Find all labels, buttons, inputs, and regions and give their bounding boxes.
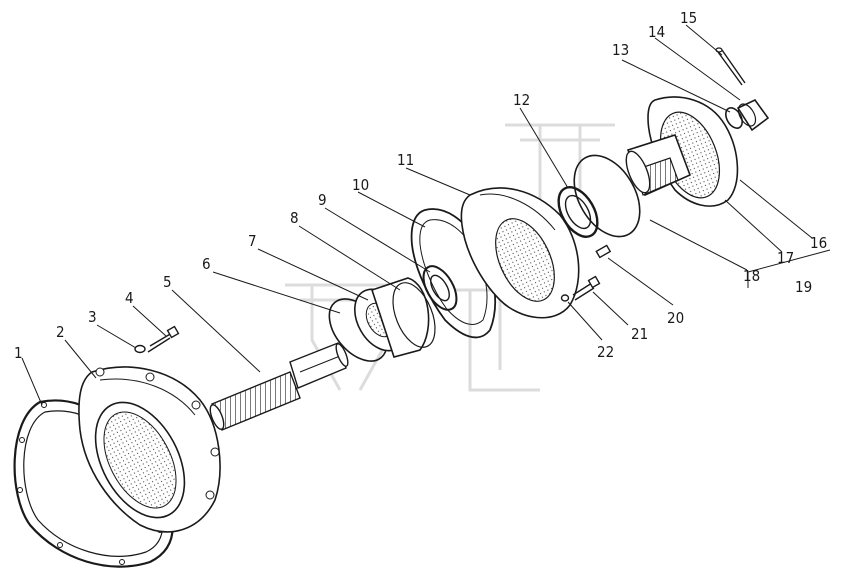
part-label-6: 6 xyxy=(202,255,211,273)
part-21-bolt xyxy=(572,275,601,301)
part-label-5: 5 xyxy=(163,273,172,291)
part-label-15: 15 xyxy=(680,9,697,27)
part-label-19: 19 xyxy=(795,278,812,296)
part-label-18: 18 xyxy=(743,267,760,285)
part-22-washer xyxy=(560,294,570,302)
part-label-4: 4 xyxy=(125,289,134,307)
part-label-13: 13 xyxy=(612,41,629,59)
part-label-21: 21 xyxy=(631,325,648,343)
part-label-1: 1 xyxy=(14,344,23,362)
part-13-washer xyxy=(725,107,743,129)
part-18-o-ring xyxy=(573,154,641,238)
part-3-washer xyxy=(134,344,146,354)
part-label-3: 3 xyxy=(88,308,97,326)
part-label-14: 14 xyxy=(648,23,665,41)
part-label-7: 7 xyxy=(248,232,257,250)
part-14-nut xyxy=(736,98,770,132)
part-7-8-bearing xyxy=(353,277,436,358)
part-4-bolt xyxy=(147,325,180,353)
part-label-17: 17 xyxy=(777,249,794,267)
leader-lines xyxy=(21,24,831,406)
part-2-housing xyxy=(78,366,221,533)
part-label-20: 20 xyxy=(667,309,684,327)
part-20-pin xyxy=(595,244,612,259)
part-label-9: 9 xyxy=(318,191,327,209)
part-5-shaft xyxy=(209,342,349,431)
part-label-16: 16 xyxy=(810,234,827,252)
part-label-8: 8 xyxy=(290,209,299,227)
part-label-12: 12 xyxy=(513,91,530,109)
part-label-11: 11 xyxy=(397,151,414,169)
part-12-bearing-cup xyxy=(557,186,599,238)
part-label-22: 22 xyxy=(597,343,614,361)
part-17-flange xyxy=(625,96,739,207)
part-labels: 1 2 3 4 5 6 7 8 9 10 11 12 13 14 15 16 1… xyxy=(14,9,827,362)
part-label-10: 10 xyxy=(352,176,369,194)
part-11-cover xyxy=(460,187,580,319)
part-label-2: 2 xyxy=(56,323,65,341)
